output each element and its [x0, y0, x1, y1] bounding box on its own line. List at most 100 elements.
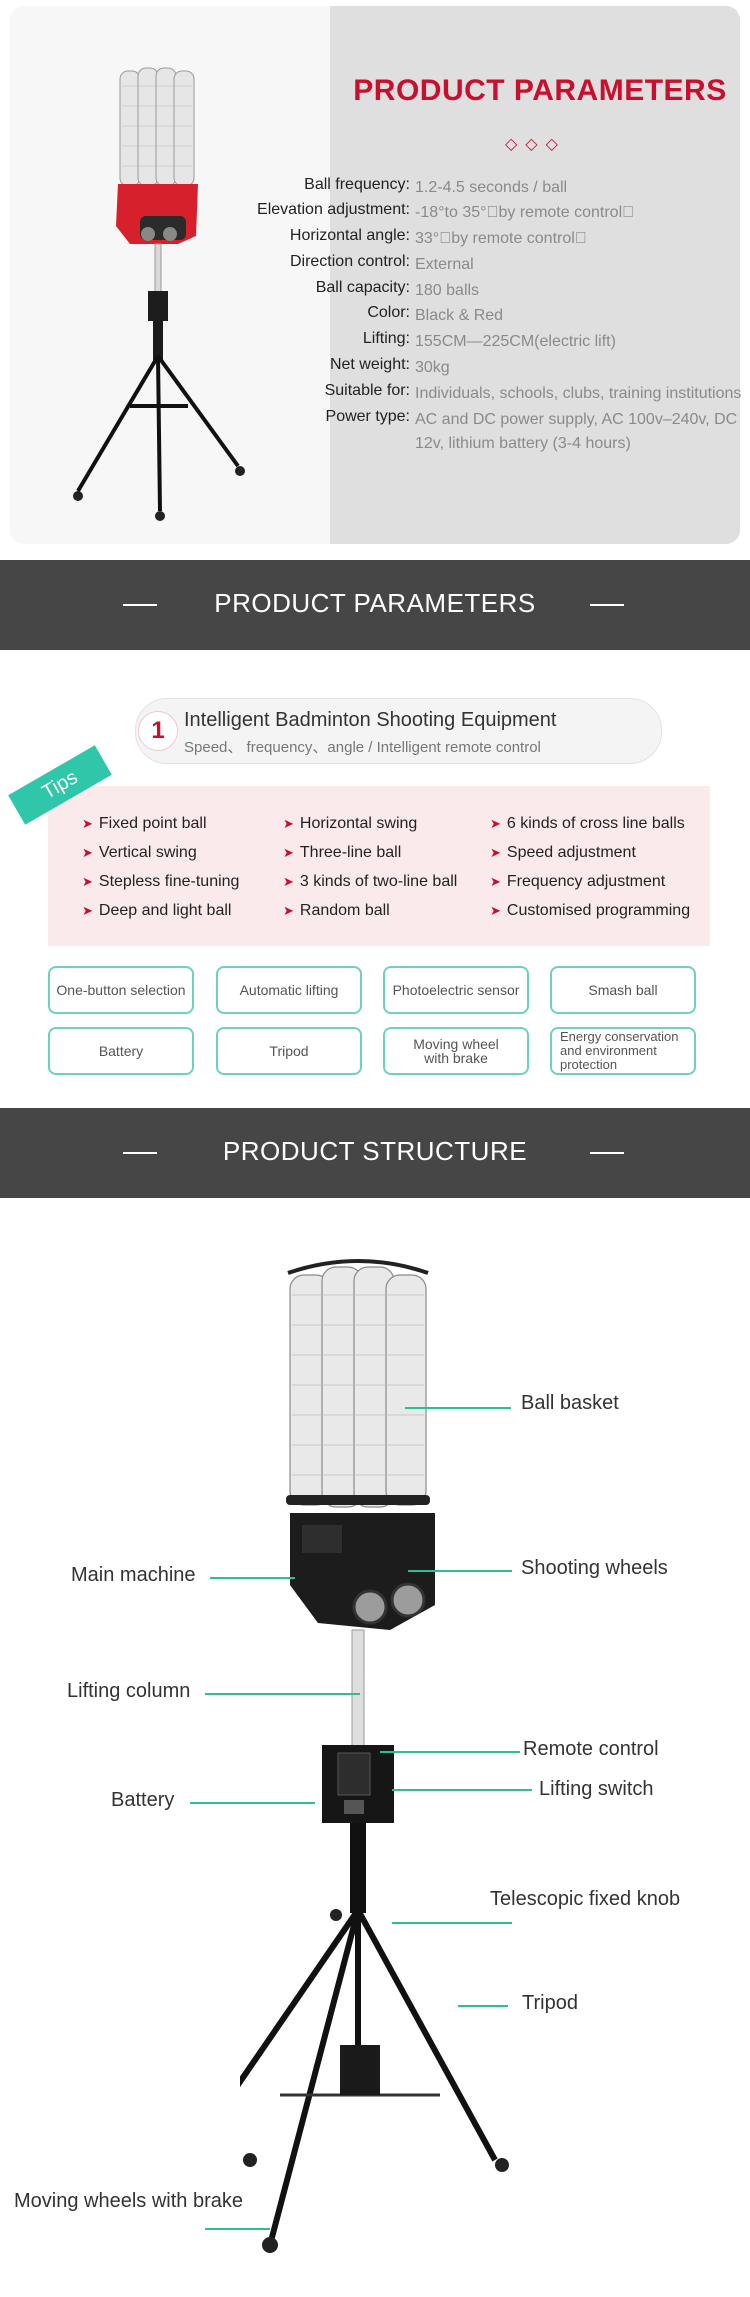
param-row-lifting: Lifting: 155CM—225CM(electric lift)	[30, 330, 730, 355]
feature-item: ➤3 kinds of two-line ball	[283, 873, 458, 890]
tips-panel	[48, 786, 710, 946]
param-value: Black & Red	[415, 307, 504, 324]
param-row-elevation: Elevation adjustment: -18°to 35° by remo…	[30, 201, 730, 226]
banner-dash-right	[590, 604, 624, 606]
param-value: 30kg	[415, 359, 450, 376]
callout-line-lifting-column	[205, 1693, 360, 1695]
param-row-suitable-for: Suitable for: Individuals, schools, club…	[30, 382, 742, 407]
param-row-horizontal-angle: Horizontal angle: 33° by remote control 	[30, 227, 730, 252]
machine-structure-image	[240, 1259, 509, 2253]
banner-dash-right	[590, 1152, 624, 1154]
param-row-ball-capacity: Ball capacity: 180 balls	[30, 279, 730, 304]
feature-item: ➤Three-line ball	[283, 844, 402, 861]
arrow-right-icon: ➤	[283, 816, 294, 831]
callout-line-main-machine	[210, 1577, 295, 1579]
banner-title: PRODUCT STRUCTURE	[222, 1136, 528, 1166]
section-banner-structure: PRODUCT STRUCTURE	[0, 1108, 750, 1198]
param-value: AC and DC power supply, AC 100v–240v, DC…	[415, 411, 738, 452]
feature-tile: Energy conservation and environment prot…	[550, 1027, 696, 1075]
feature-item: ➤Deep and light ball	[82, 902, 232, 919]
feature-heading-pill: 1 Intelligent Badminton Shooting Equipme…	[135, 698, 662, 764]
param-row-ball-frequency: Ball frequency: 1.2-4.5 seconds / ball	[30, 176, 730, 201]
callout-line-remote-control	[380, 1751, 520, 1753]
feature-tile: Battery	[48, 1027, 194, 1075]
param-value: 180 balls	[415, 282, 480, 299]
feature-tile: Moving wheel with brake	[383, 1027, 529, 1075]
callout-line-battery	[190, 1802, 315, 1804]
feature-item: ➤Customised programming	[490, 902, 691, 919]
label-telescopic-knob: Telescopic fixed knob	[490, 1888, 681, 1910]
arrow-right-icon: ➤	[82, 845, 93, 860]
banner-dash-left	[123, 1152, 157, 1154]
label-battery: Battery	[111, 1789, 175, 1811]
param-row-power-type: Power type: AC and DC power supply, AC 1…	[30, 408, 738, 458]
param-label: Elevation adjustment:	[257, 201, 410, 218]
label-remote-control: Remote control	[523, 1738, 659, 1760]
feature-item: ➤Speed adjustment	[490, 844, 636, 861]
feature-number-badge: 1	[138, 711, 178, 751]
feature-subheading: Speed、 frequency、angle / Intelligent rem…	[184, 739, 541, 756]
param-label: Color:	[367, 304, 410, 321]
parameters-card: PRODUCT PARAMETERS ◇◇◇	[10, 6, 740, 544]
parameters-title: PRODUCT PARAMETERS	[353, 74, 727, 107]
feature-tile: One-button selection	[48, 966, 194, 1014]
arrow-right-icon: ➤	[283, 845, 294, 860]
machine-thumbnail-image	[73, 67, 245, 521]
label-shooting-wheels: Shooting wheels	[521, 1557, 668, 1579]
param-value: External	[415, 256, 474, 273]
param-row-net-weight: Net weight: 30kg	[30, 356, 730, 381]
param-label: Lifting:	[362, 330, 410, 347]
label-main-machine: Main machine	[71, 1564, 196, 1586]
param-value: -18°to 35° by remote control 	[415, 204, 635, 221]
param-label: Suitable for:	[324, 382, 410, 399]
arrow-right-icon: ➤	[82, 816, 93, 831]
callout-line-shooting-wheels	[408, 1570, 512, 1572]
feature-item: ➤Frequency adjustment	[490, 873, 666, 890]
param-label: Power type:	[325, 408, 410, 425]
feature-item: ➤Horizontal swing	[283, 815, 418, 832]
param-label: Horizontal angle:	[289, 227, 410, 244]
feature-tile: Tripod	[216, 1027, 362, 1075]
param-label: Ball frequency:	[304, 176, 410, 193]
param-row-direction-control: Direction control: External	[30, 253, 730, 278]
param-label: Direction control:	[289, 253, 410, 270]
feature-tile: Smash ball	[550, 966, 696, 1014]
feature-item: ➤Random ball	[283, 902, 390, 919]
feature-item: ➤Vertical swing	[82, 844, 197, 861]
callout-line-tripod	[458, 2005, 508, 2007]
feature-item: ➤6 kinds of cross line balls	[490, 815, 685, 832]
param-value: 155CM—225CM(electric lift)	[415, 333, 616, 350]
label-moving-wheels: Moving wheels with brake	[14, 2190, 243, 2212]
callout-line-telescopic-knob	[392, 1922, 512, 1924]
card-right-panel	[330, 6, 740, 544]
arrow-right-icon: ➤	[283, 903, 294, 918]
callout-line-ball-basket	[405, 1407, 511, 1409]
feature-heading: Intelligent Badminton Shooting Equipment	[184, 709, 557, 731]
label-tripod: Tripod	[522, 1992, 578, 2014]
feature-item: ➤Fixed point ball	[82, 815, 207, 832]
arrow-right-icon: ➤	[283, 874, 294, 889]
banner-title: PRODUCT PARAMETERS	[214, 588, 536, 618]
section-banner-parameters: PRODUCT PARAMETERS	[0, 560, 750, 650]
param-value: 33° by remote control 	[415, 230, 587, 247]
diamond-ornament: ◇◇◇	[505, 136, 566, 153]
callout-line-lifting-switch	[392, 1789, 532, 1791]
arrow-right-icon: ➤	[490, 845, 501, 860]
label-lifting-column: Lifting column	[67, 1680, 191, 1702]
arrow-right-icon: ➤	[82, 874, 93, 889]
arrow-right-icon: ➤	[82, 903, 93, 918]
feature-tile: Photoelectric sensor	[383, 966, 529, 1014]
param-label: Net weight:	[329, 356, 410, 373]
arrow-right-icon: ➤	[490, 816, 501, 831]
param-value: Individuals, schools, clubs, training in…	[415, 385, 742, 402]
callout-line-moving-wheels	[205, 2228, 270, 2230]
banner-dash-left	[123, 604, 157, 606]
label-ball-basket: Ball basket	[521, 1392, 619, 1414]
feature-tile: Automatic lifting	[216, 966, 362, 1014]
param-label: Ball capacity:	[315, 279, 410, 296]
param-row-color: Color: Black & Red	[30, 304, 730, 329]
arrow-right-icon: ➤	[490, 903, 501, 918]
feature-item: ➤Stepless fine-tuning	[82, 873, 240, 890]
arrow-right-icon: ➤	[490, 874, 501, 889]
label-lifting-switch: Lifting switch	[539, 1778, 654, 1800]
